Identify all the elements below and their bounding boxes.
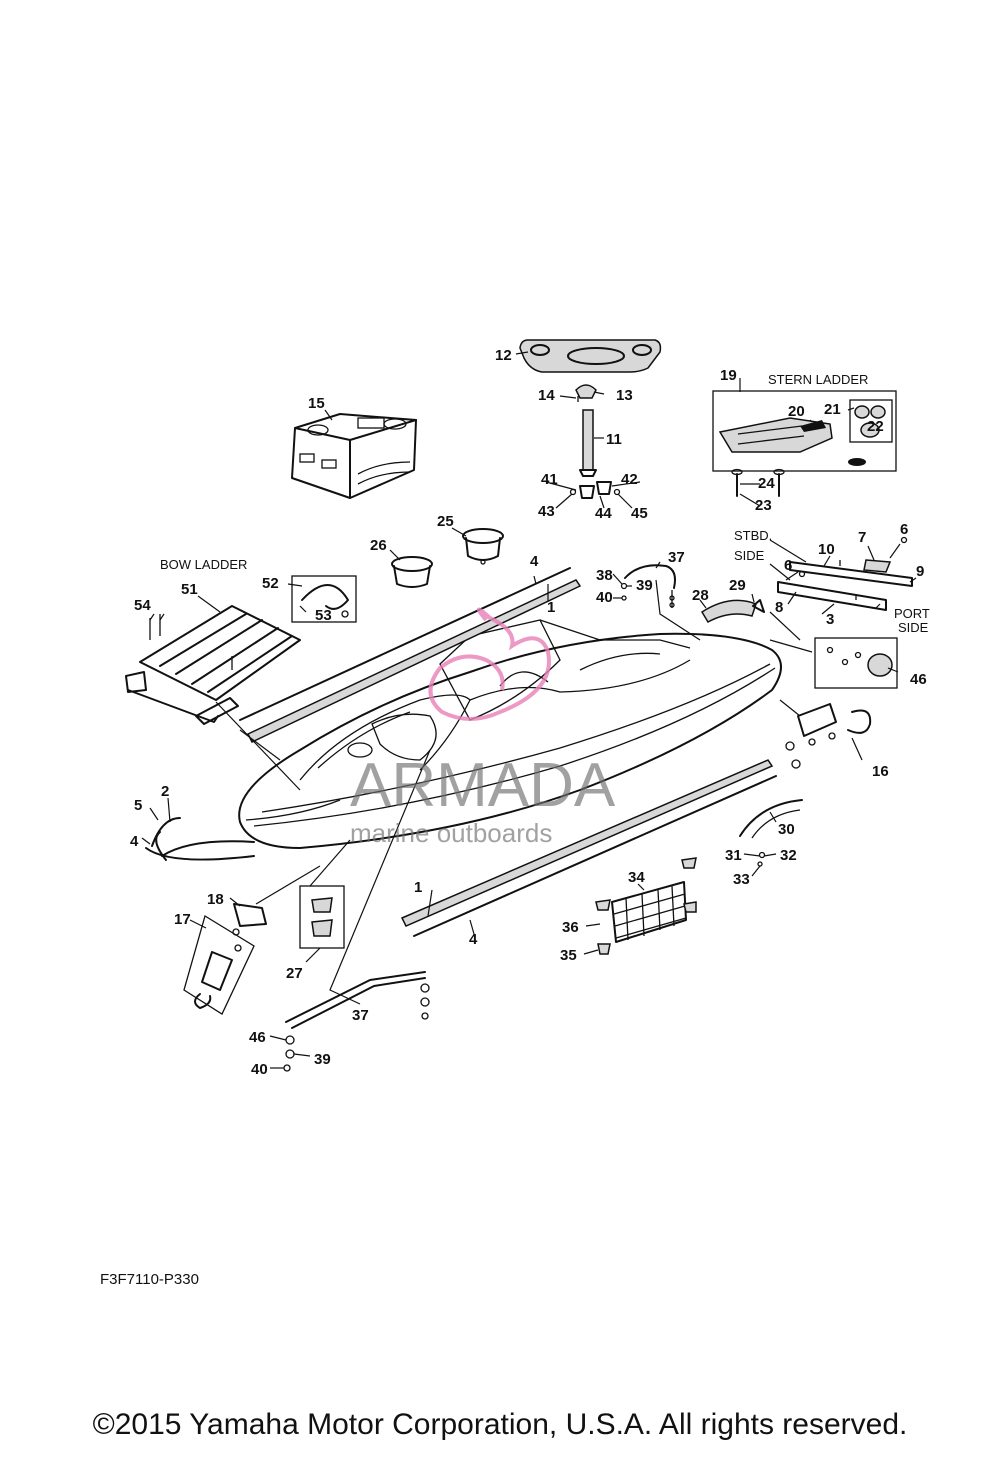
callout-49: 45 — [631, 505, 648, 522]
callout-13: 13 — [616, 387, 633, 404]
callout-7: 7 — [858, 529, 866, 546]
callout-18: 18 — [207, 891, 224, 908]
callout-2: 2 — [161, 783, 169, 800]
callout-30: 30 — [778, 821, 795, 838]
part-16-stern-eye — [785, 703, 872, 769]
part-23-24-screws — [731, 468, 785, 497]
callout-3: 3 — [826, 611, 834, 628]
part-25-cup-holder — [462, 528, 504, 565]
callout-17: 17 — [174, 911, 191, 928]
callout-4-left: 4 — [130, 833, 139, 850]
part-15-cooler — [291, 413, 417, 499]
watermark-tagline: marine outboards — [350, 818, 552, 848]
callout-46: 42 — [621, 471, 638, 488]
callout-26: 26 — [370, 537, 387, 554]
callout-45: 41 — [541, 471, 558, 488]
label-stbd: STBD. — [734, 528, 772, 543]
callout-14: 14 — [538, 387, 555, 404]
callout-33: 33 — [733, 871, 750, 888]
callout-53: 53 — [315, 607, 332, 624]
label-stern-ladder: STERN LADDER — [768, 372, 868, 387]
callout-23: 23 — [755, 497, 772, 514]
callout-29: 29 — [729, 577, 746, 594]
callout-28: 28 — [692, 587, 709, 604]
callout-numbers: 12 14 13 11 15 41 42 43 44 45 19 20 21 2… — [100, 347, 930, 1288]
callout-15: 15 — [308, 395, 325, 412]
part-52-hinge-set — [291, 575, 357, 623]
part-28-29-cleat — [700, 599, 765, 624]
callout-54: 54 — [134, 597, 151, 614]
callout-50: 46 — [910, 671, 927, 688]
callout-42: 46 — [249, 1029, 266, 1046]
callout-35: 35 — [560, 947, 577, 964]
part-50-fuel-fill — [814, 637, 898, 689]
part-45-46-post-clips — [569, 481, 621, 499]
callout-44: 40 — [251, 1061, 268, 1078]
callout-38: 38 — [596, 567, 613, 584]
callout-6-left: 6 — [784, 557, 792, 574]
callout-48: 44 — [595, 505, 612, 522]
callout-6-right: 6 — [900, 521, 908, 538]
callout-25: 25 — [437, 513, 454, 530]
callout-4-top: 4 — [530, 553, 539, 570]
part-13-table-socket — [575, 384, 597, 402]
part-51-bow-ladder — [125, 605, 301, 725]
callout-52: 52 — [262, 575, 279, 592]
callout-5: 5 — [134, 797, 142, 814]
part-3-10-side-rails — [777, 536, 913, 611]
callout-51: 51 — [181, 581, 198, 598]
callout-19: 19 — [720, 367, 737, 384]
callout-12: 12 — [495, 347, 512, 364]
part-26-cup-holder — [391, 556, 433, 588]
callout-24: 24 — [758, 475, 775, 492]
callout-31: 31 — [725, 847, 742, 864]
label-port-side: SIDE — [898, 620, 929, 635]
callout-41: 37 — [352, 1007, 369, 1024]
callout-22: 22 — [867, 418, 884, 435]
callout-32: 32 — [780, 847, 797, 864]
reference-code: F3F7110-P330 — [100, 1271, 199, 1288]
part-11-table-post — [579, 409, 597, 477]
callout-1-top: 1 — [547, 599, 555, 616]
copyright-notice: ©2015 Yamaha Motor Corporation, U.S.A. A… — [92, 1408, 908, 1441]
stern-ladder-box — [712, 390, 897, 472]
armada-watermark: ARMADA marine outboards — [350, 607, 616, 848]
callout-36: 36 — [562, 919, 579, 936]
callout-4-bottom: 4 — [469, 931, 478, 948]
label-bow-ladder: BOW LADDER — [160, 557, 247, 572]
part-27-cleat-set — [299, 885, 345, 949]
label-port: PORT — [894, 606, 930, 621]
boat-hull — [238, 619, 782, 849]
callout-39: 39 — [636, 577, 653, 594]
part-34-cargo-net — [595, 857, 697, 955]
label-stbd-side: SIDE — [734, 548, 765, 563]
callout-21: 21 — [824, 401, 841, 418]
callout-9: 9 — [916, 563, 924, 580]
armada-logo-icon — [428, 607, 551, 721]
watermark-brand: ARMADA — [350, 751, 616, 820]
part-17-bow-eye — [183, 903, 267, 1015]
callout-43: 39 — [314, 1051, 331, 1068]
callout-47: 43 — [538, 503, 555, 520]
callout-11: 11 — [606, 431, 622, 448]
callout-10: 10 — [818, 541, 835, 558]
leader-lines — [141, 351, 917, 1069]
callout-1-bottom: 1 — [414, 879, 422, 896]
part-41-handrail — [283, 971, 430, 1072]
callout-16: 16 — [872, 763, 889, 780]
callout-37: 37 — [668, 549, 685, 566]
part-12-table-top — [519, 339, 662, 373]
callout-34: 34 — [628, 869, 645, 886]
callout-40: 40 — [596, 589, 613, 606]
callout-8: 8 — [775, 599, 783, 616]
callout-20: 20 — [788, 403, 805, 420]
callout-27: 27 — [286, 965, 303, 982]
part-37-grab-rail — [620, 564, 676, 608]
